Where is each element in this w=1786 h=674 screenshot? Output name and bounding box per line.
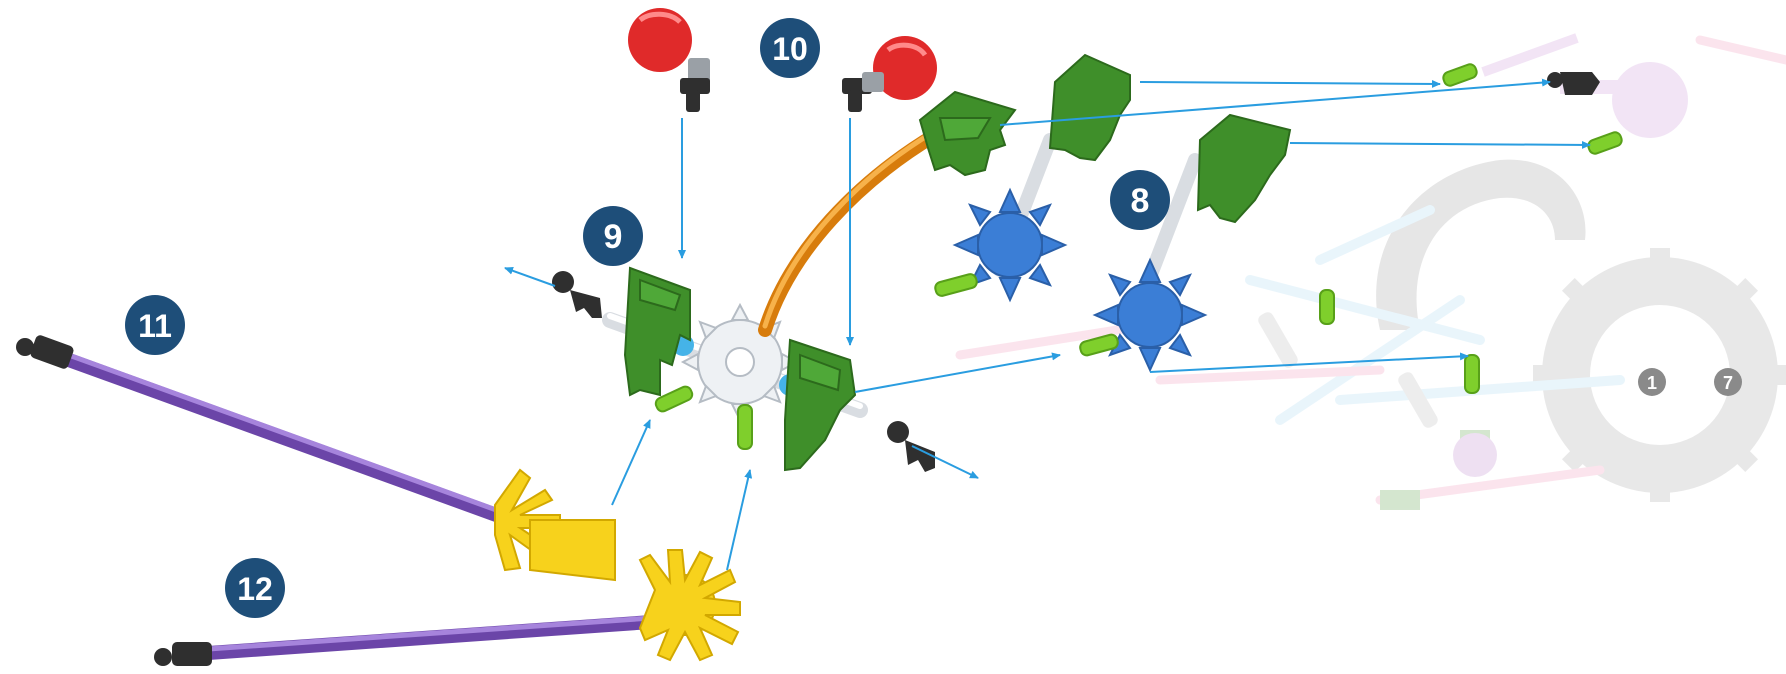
step-number: 10 — [772, 31, 808, 67]
previous-steps-from: 1 — [1647, 373, 1657, 393]
black-clip-icon — [887, 421, 935, 472]
green-clip — [934, 273, 978, 297]
yellow-connector — [640, 550, 740, 660]
step-badge-10: 10 — [760, 18, 820, 78]
arrow-icon — [505, 268, 555, 286]
center-hub-assembly — [610, 268, 860, 470]
step-badge-8: 8 — [1110, 170, 1170, 230]
step-number: 8 — [1131, 182, 1150, 220]
white-hub-connector — [683, 305, 797, 420]
green-connector — [785, 340, 855, 470]
previous-steps-dash: - — [1690, 370, 1697, 395]
black-end-clip — [154, 642, 212, 666]
red-cap-icon — [628, 8, 710, 112]
green-connector — [920, 92, 1015, 175]
step-badge-12: 12 — [225, 558, 285, 618]
step-11-assembly — [16, 334, 615, 580]
previous-steps-reference: 1 - 7 — [1638, 368, 1742, 396]
arrow-icon — [855, 355, 1060, 392]
arrow-icon — [612, 420, 650, 505]
black-clip-icon — [1547, 72, 1600, 95]
black-clip-icon — [552, 271, 602, 318]
step-badge-9: 9 — [583, 206, 643, 266]
yellow-connector — [495, 470, 615, 580]
black-end-clip — [16, 334, 75, 370]
upper-blue-assembly — [934, 55, 1130, 300]
previous-steps-to: 7 — [1723, 373, 1733, 393]
arrow-icon — [1140, 82, 1440, 84]
green-connector — [1050, 55, 1130, 160]
step-number: 12 — [237, 571, 273, 607]
step-number: 9 — [604, 218, 623, 256]
arrow-icon — [727, 470, 750, 570]
green-connector — [625, 268, 690, 395]
green-connector — [1198, 115, 1290, 222]
arrow-icon — [1290, 143, 1590, 145]
step-badge-11: 11 — [125, 295, 185, 355]
blue-connector — [1095, 260, 1205, 370]
step-number: 11 — [138, 308, 172, 344]
red-cap-icon — [842, 36, 937, 112]
